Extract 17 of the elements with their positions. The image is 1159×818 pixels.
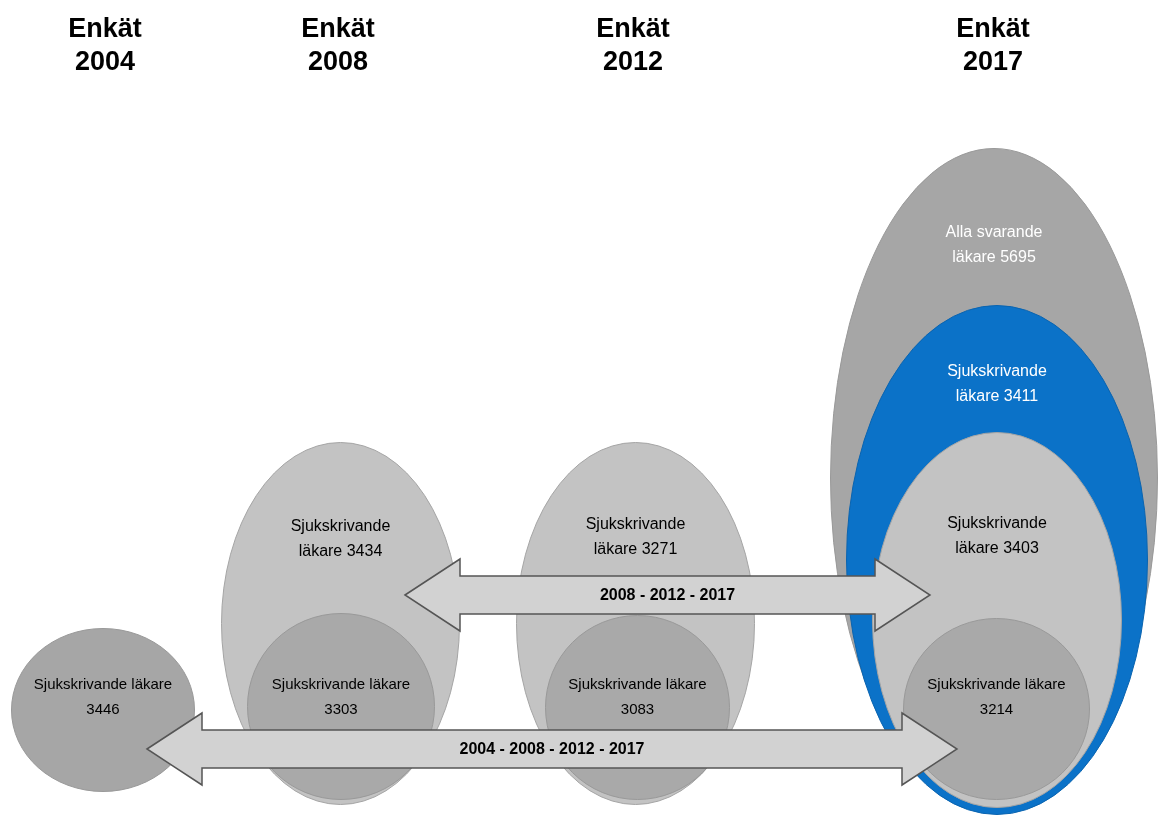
double-block-arrow (403, 557, 932, 633)
node-label: Sjukskrivande läkare 3411 (946, 361, 1048, 406)
node-label: Sjukskrivande läkare 3214 (926, 674, 1067, 719)
node-label: Sjukskrivande läkare 3271 (584, 514, 687, 559)
node-label: Alla svarande läkare 5695 (944, 222, 1044, 267)
node-label: Sjukskrivande läkare 3083 (567, 674, 708, 719)
node-label: Sjukskrivande läkare 3403 (946, 513, 1048, 558)
double-block-arrow (145, 711, 959, 787)
edge-label: 2008 - 2012 - 2017 (599, 586, 736, 604)
node-label: Sjukskrivande läkare 3434 (289, 516, 392, 561)
node-label: Sjukskrivande läkare 3446 (33, 674, 173, 719)
survey-heading: Enkät 2008 (300, 12, 376, 78)
survey-heading: Enkät 2004 (67, 12, 143, 78)
edge-label: 2004 - 2008 - 2012 - 2017 (459, 740, 645, 758)
node-label: Sjukskrivande läkare 3303 (271, 674, 411, 719)
survey-heading: Enkät 2017 (955, 12, 1031, 78)
survey-heading: Enkät 2012 (595, 12, 671, 78)
